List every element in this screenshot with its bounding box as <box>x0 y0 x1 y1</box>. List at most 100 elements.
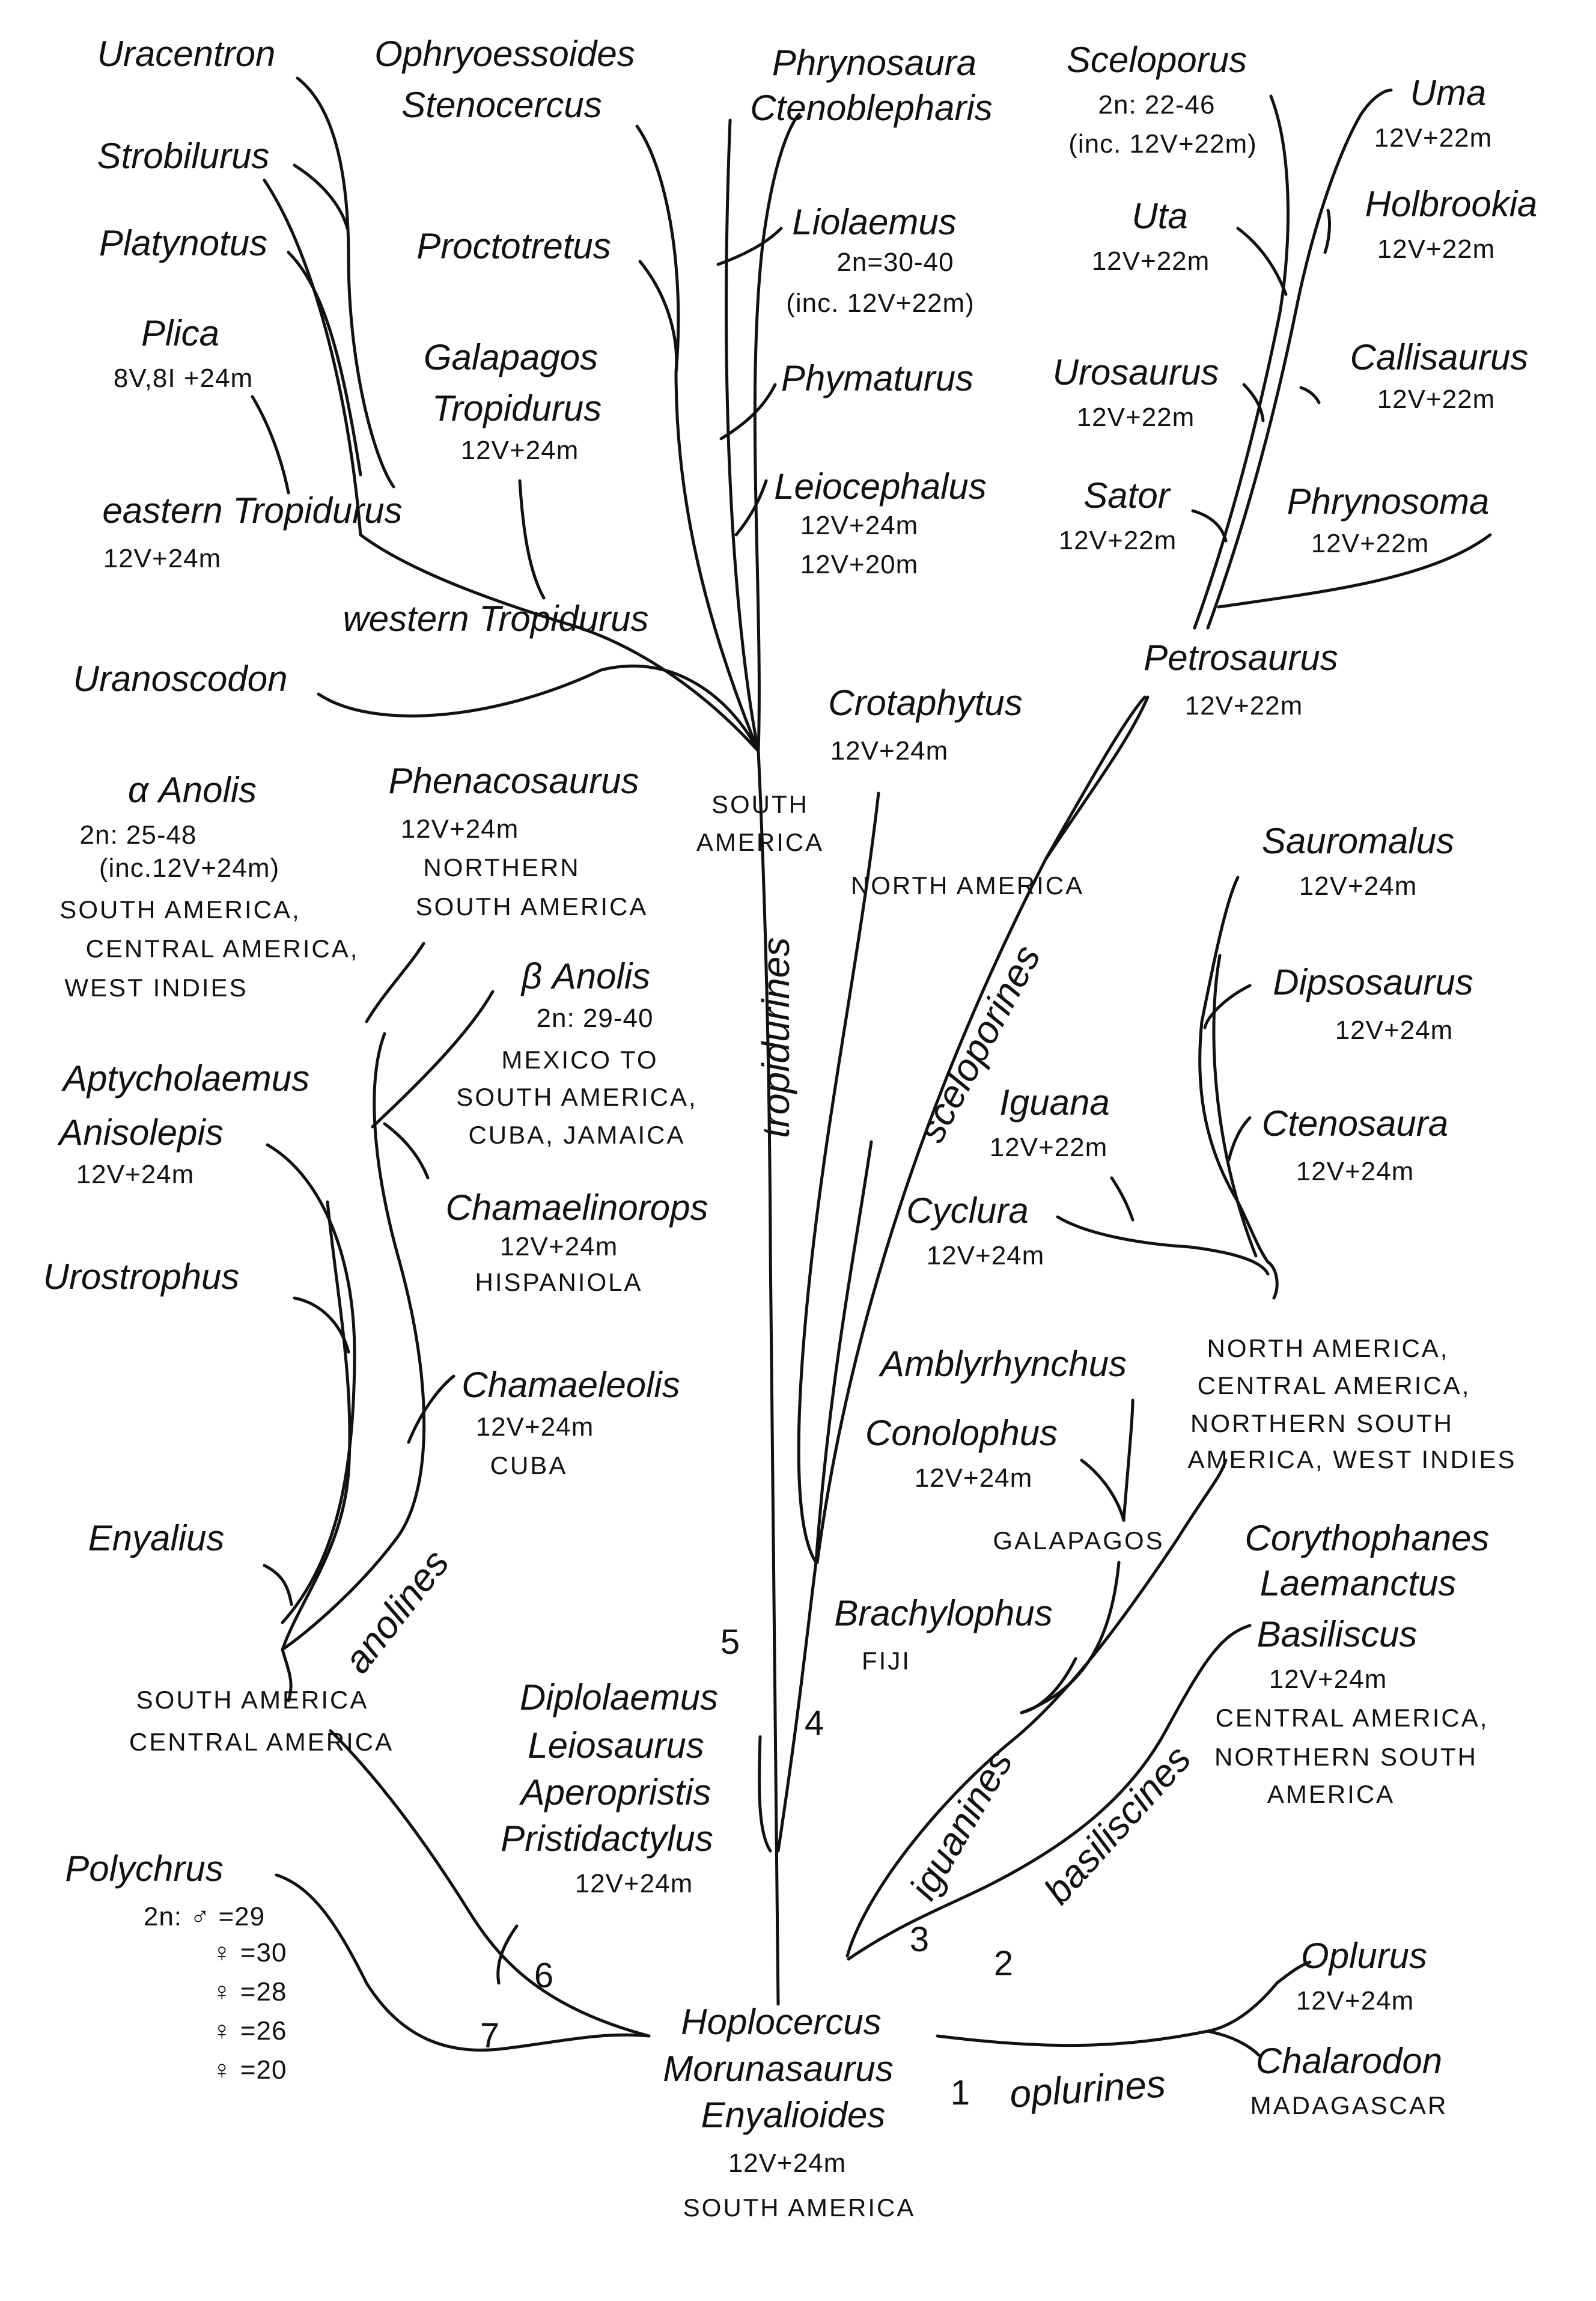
taxon-cyclura: Cyclura <box>906 1190 1029 1231</box>
branch-conolophus <box>1080 1458 1125 1522</box>
karyotype-polychrus-3: ♀ =28 <box>212 1977 287 2007</box>
karyotype-iguana: 12V+22m <box>989 1133 1108 1162</box>
taxon-laemanctus: Laemanctus <box>1259 1563 1457 1603</box>
region-alpha-anolis-2: CENTRAL AMERICA, <box>85 934 359 963</box>
taxon-galapagos-tropidurus-1: Galapagos <box>423 337 598 377</box>
karyotype-callisaurus: 12V+22m <box>1377 385 1496 414</box>
region-basiliscus-2: NORTHERN SOUTH <box>1214 1743 1478 1771</box>
region-iguanine-1: NORTH AMERICA, <box>1207 1334 1449 1362</box>
karyotype-liolaemus-1: 2n=30-40 <box>836 248 954 277</box>
karyotype-alpha-anolis-1: 2n: 25-48 <box>79 820 197 850</box>
taxon-diplolaemus: Diplolaemus <box>519 1677 719 1717</box>
branch-north-iguanine <box>1266 1260 1279 1300</box>
karyotype-phenacosaurus: 12V+24m <box>400 814 519 844</box>
branch-sceloporines <box>815 695 1147 1564</box>
branch-node5 <box>758 1735 772 1853</box>
taxon-conolophus: Conolophus <box>865 1413 1058 1453</box>
taxon-pristidactylus: Pristidactylus <box>501 1818 713 1859</box>
branch-holbrookia <box>1323 209 1331 254</box>
branch-phrynosoma <box>1217 533 1492 609</box>
region-phenacosaurus-1: NORTHERN <box>423 853 580 882</box>
region-alpha-anolis-1: SOUTH AMERICA, <box>59 895 301 924</box>
taxon-eastern-tropidurus: eastern Tropidurus <box>102 490 403 531</box>
branch-cyclura <box>1056 1215 1270 1276</box>
branch-uracentron <box>296 76 395 489</box>
node-2: 2 <box>993 1944 1014 1983</box>
branch-platynotus <box>287 251 362 477</box>
karyotype-sceloporus-2: (inc. 12V+22m) <box>1068 129 1257 159</box>
branch-phymaturus <box>719 383 777 440</box>
taxon-alpha-anolis: α Anolis <box>127 770 257 810</box>
node-7: 7 <box>480 2016 500 2055</box>
karyotype-plica: 8V,8I +24m <box>113 364 254 393</box>
branch-sator <box>1191 509 1228 543</box>
region-iguanine-4: AMERICA, WEST INDIES <box>1187 1445 1517 1474</box>
branch-strobilurus <box>293 163 349 230</box>
karyotype-dipsosaurus: 12V+24m <box>1335 1016 1454 1045</box>
taxon-platynotus: Platynotus <box>99 223 268 263</box>
branch-diplolaemus <box>496 1924 519 1985</box>
karyotype-oplurus: 12V+24m <box>1296 1986 1415 2016</box>
branch-urostrophus <box>293 1296 350 1354</box>
branch-enyalius <box>263 1564 293 1606</box>
karyotype-liolaemus-2: (inc. 12V+22m) <box>786 288 975 318</box>
branch-uta <box>1236 227 1288 296</box>
karyotype-diplolaemus: 12V+24m <box>574 1869 693 1898</box>
taxon-corythophanes: Corythophanes <box>1244 1518 1490 1558</box>
taxon-ctenosaura: Ctenosaura <box>1261 1103 1449 1144</box>
branch-sceloporus-a <box>1193 94 1290 630</box>
taxon-galapagos-tropidurus-2: Tropidurus <box>431 388 602 428</box>
karyotype-polychrus-4: ♀ =26 <box>212 2016 287 2046</box>
branch-anoline-base <box>281 1648 293 1702</box>
taxon-ophryoessoides: Ophryoessoides <box>374 34 635 74</box>
branch-sauromalus <box>1198 876 1270 1264</box>
taxon-plica: Plica <box>141 313 220 353</box>
branch-polychrus <box>275 1873 651 2052</box>
branch-proctotretus <box>638 260 760 753</box>
branch-stenocercus <box>635 124 680 374</box>
taxon-aptycholaemus: Aptycholaemus <box>62 1058 310 1099</box>
taxon-amblyrhynchus: Amblyrhynchus <box>880 1344 1127 1384</box>
karyotype-polychrus-2: ♀ =30 <box>212 1938 287 1967</box>
taxon-petrosaurus: Petrosaurus <box>1144 638 1338 678</box>
branch-eastern-trop <box>263 178 362 537</box>
branch-western-trop <box>359 533 760 753</box>
taxon-morunasaurus: Morunasaurus <box>663 2049 894 2089</box>
taxon-strobilurus: Strobilurus <box>97 136 270 176</box>
taxon-holbrookia: Holbrookia <box>1365 184 1538 224</box>
karyotype-basiliscus: 12V+24m <box>1269 1665 1387 1694</box>
taxon-hoplocercus: Hoplocercus <box>681 2002 882 2042</box>
taxon-iguana: Iguana <box>999 1082 1110 1123</box>
branch-galapagos <box>1020 1561 1121 1714</box>
karyotype-crotaphytus: 12V+24m <box>830 736 949 766</box>
branch-chamaelinorops <box>383 1122 430 1180</box>
karyotype-sator: 12V+22m <box>1058 526 1177 555</box>
karyotype-eastern-tropidurus: 12V+24m <box>103 544 222 573</box>
taxon-uta: Uta <box>1132 196 1188 236</box>
region-south-america-1: SOUTH <box>711 790 809 818</box>
karyotype-phrynosoma: 12V+22m <box>1311 529 1430 558</box>
branch-aptycholaemus <box>266 1143 356 1624</box>
taxon-sceloporus: Sceloporus <box>1066 40 1247 80</box>
branch-chalarodon <box>1206 2029 1261 2057</box>
taxon-liolaemus: Liolaemus <box>792 202 957 242</box>
taxon-brachylophus: Brachylophus <box>834 1593 1053 1633</box>
karyotype-uta: 12V+22m <box>1091 246 1210 276</box>
branch-liolaemus <box>716 227 783 266</box>
taxon-western-tropidurus: western Tropidurus <box>343 599 649 639</box>
taxon-chamaelinorops: Chamaelinorops <box>445 1187 708 1228</box>
taxon-chalarodon: Chalarodon <box>1255 2041 1443 2081</box>
taxon-callisaurus: Callisaurus <box>1350 337 1529 377</box>
region-alpha-anolis-3: WEST INDIES <box>64 974 248 1002</box>
region-iguanine-2: CENTRAL AMERICA, <box>1197 1371 1471 1400</box>
taxon-leiosaurus: Leiosaurus <box>528 1725 704 1766</box>
karyotype-sauromalus: 12V+24m <box>1299 871 1418 901</box>
branch-galapagos-trop <box>518 479 546 600</box>
branch-tropidurine-top2 <box>753 112 801 753</box>
taxon-ctenoblepharis: Ctenoblepharis <box>750 88 993 128</box>
taxon-phrynosoma: Phrynosoma <box>1287 481 1490 522</box>
branch-anoline-main <box>329 1729 651 2038</box>
taxon-sauromalus: Sauromalus <box>1261 821 1455 861</box>
branch-ctenosaura2 <box>1212 954 1258 1258</box>
region-beta-anolis-1: MEXICO TO <box>501 1046 659 1074</box>
